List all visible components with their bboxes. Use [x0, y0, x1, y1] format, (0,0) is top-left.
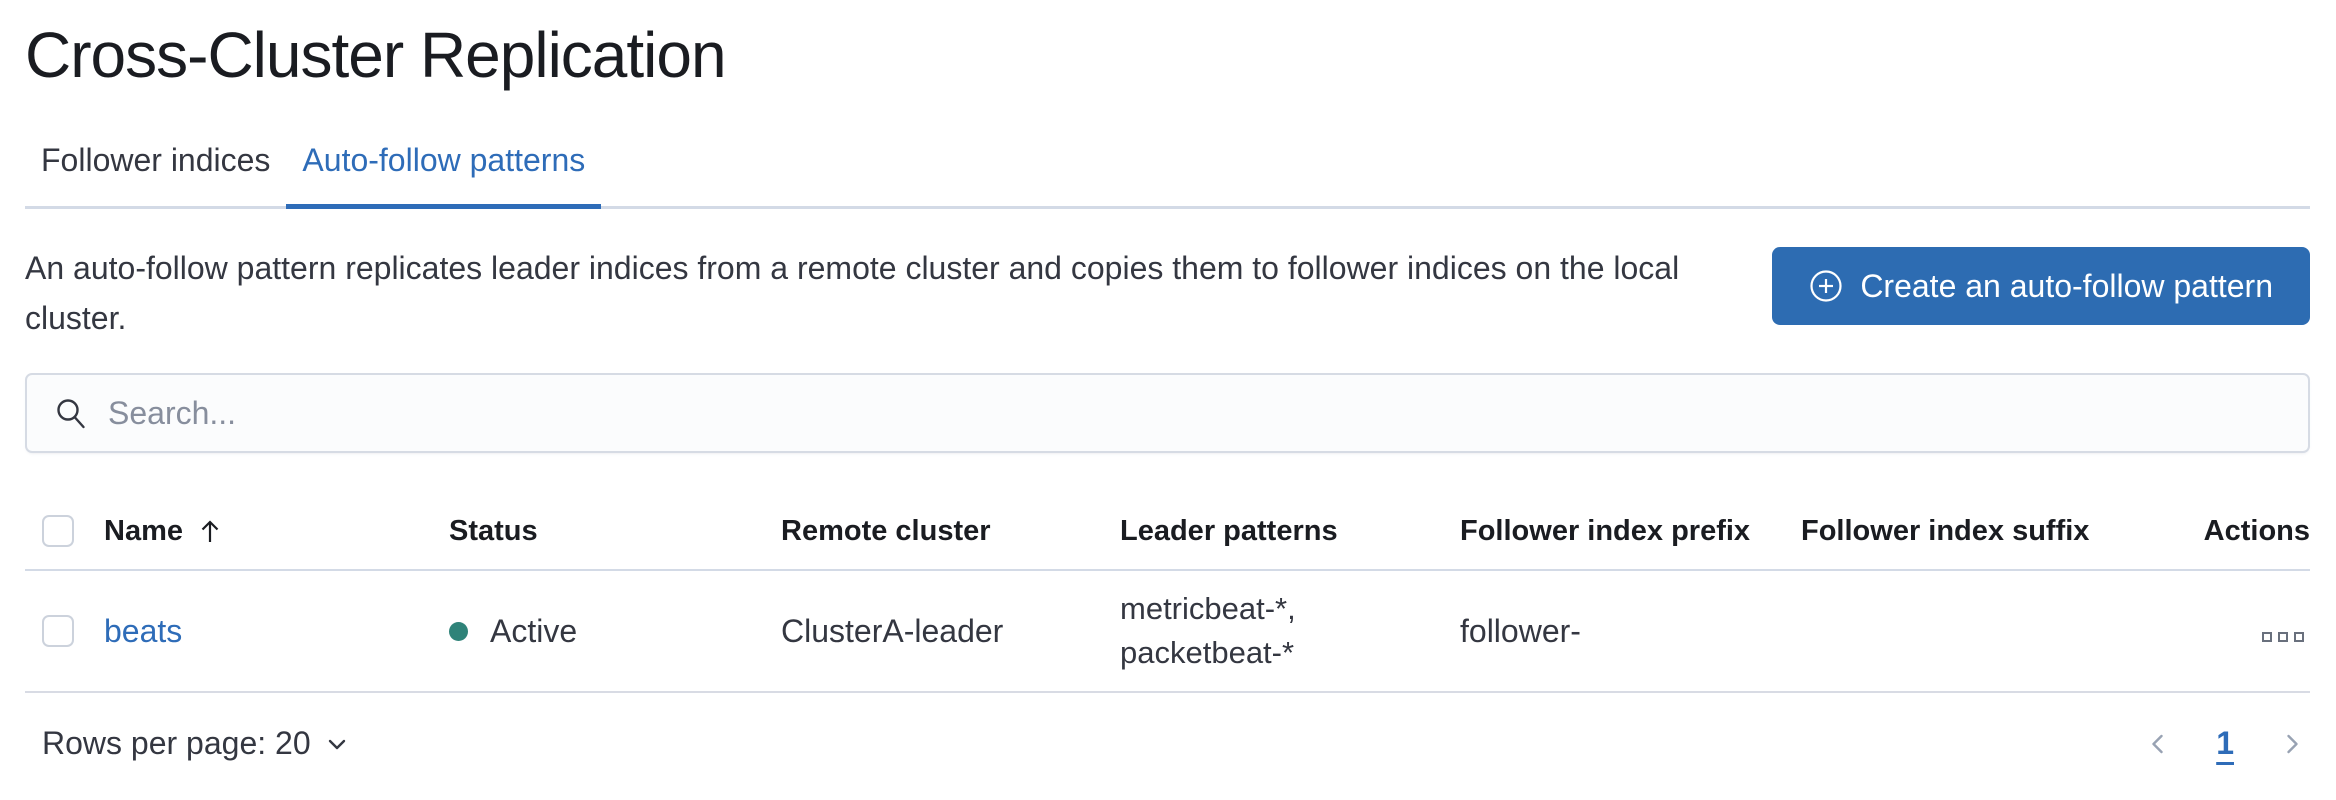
- search-bar: [25, 373, 2310, 453]
- chevron-left-icon: [2152, 734, 2163, 753]
- create-auto-follow-pattern-button[interactable]: Create an auto-follow pattern: [1772, 247, 2310, 325]
- boxes-horizontal-icon: [2262, 631, 2272, 642]
- search-icon: [54, 396, 88, 430]
- pattern-name-link[interactable]: beats: [104, 612, 183, 649]
- previous-page-button[interactable]: [2140, 726, 2176, 762]
- column-header-name-label: Name: [104, 514, 183, 547]
- next-page-button[interactable]: [2274, 726, 2310, 762]
- tab-follower-indices-label: Follower indices: [41, 142, 271, 178]
- chevron-right-icon: [2287, 734, 2298, 753]
- chevron-down-icon: [328, 739, 345, 749]
- header-checkbox-cell: [42, 515, 104, 547]
- create-button-label: Create an auto-follow pattern: [1860, 267, 2273, 304]
- column-header-name[interactable]: Name: [104, 515, 449, 548]
- leader-pattern-line-2: packetbeat-*: [1120, 635, 1295, 670]
- search-input[interactable]: [108, 375, 2308, 451]
- page-title: Cross-Cluster Replication: [25, 19, 727, 91]
- cell-actions: [2091, 613, 2310, 650]
- rows-per-page-button[interactable]: Rows per page: 20: [42, 725, 349, 762]
- tab-auto-follow-patterns-label: Auto-follow patterns: [302, 142, 586, 178]
- select-all-checkbox[interactable]: [42, 515, 74, 547]
- column-header-leader-patterns: Leader patterns: [1120, 514, 1338, 547]
- column-header-remote-cluster: Remote cluster: [781, 514, 991, 547]
- column-header-follower-index-prefix: Follower index prefix: [1460, 514, 1751, 547]
- leader-pattern-line-1: metricbeat-*,: [1120, 591, 1296, 626]
- status-label: Active: [490, 612, 578, 649]
- column-header-follower-index-suffix: Follower index suffix: [1801, 514, 2090, 547]
- row-checkbox-cell: [42, 615, 104, 647]
- cell-leader-patterns: metricbeat-*, packetbeat-*: [1120, 587, 1460, 675]
- cell-status: Active: [449, 613, 781, 650]
- row-checkbox[interactable]: [42, 615, 74, 647]
- cell-follower-index-prefix: follower-: [1460, 612, 1581, 649]
- table-footer: Rows per page: 20 1: [25, 725, 2310, 762]
- rows-per-page-label: Rows per page: 20: [42, 725, 311, 761]
- auto-follow-patterns-table: Name Status Remote cluster Leader patter…: [25, 493, 2310, 693]
- page-number-1[interactable]: 1: [2216, 725, 2234, 761]
- sort-up-arrow-icon: [201, 520, 219, 542]
- tab-follower-indices[interactable]: Follower indices: [25, 140, 286, 206]
- column-header-status: Status: [449, 514, 538, 547]
- tab-auto-follow-patterns[interactable]: Auto-follow patterns: [286, 140, 602, 209]
- column-header-actions: Actions: [2203, 514, 2310, 547]
- cell-name: beats: [104, 613, 449, 650]
- status-active-dot: [449, 621, 468, 641]
- pagination: 1: [2140, 725, 2310, 762]
- cell-remote-cluster: ClusterA-leader: [781, 612, 1004, 649]
- tab-bar: Follower indices Auto-follow patterns: [25, 140, 2310, 209]
- page-description: An auto-follow pattern replicates leader…: [25, 250, 1680, 336]
- intro-row: An auto-follow pattern replicates leader…: [25, 243, 2310, 343]
- table-header-row: Name Status Remote cluster Leader patter…: [25, 493, 2310, 571]
- table-row: beats Active ClusterA-leader metricbeat-…: [25, 571, 2310, 693]
- plus-in-circle-icon: [1810, 270, 1842, 302]
- all-actions-button[interactable]: [2256, 626, 2310, 648]
